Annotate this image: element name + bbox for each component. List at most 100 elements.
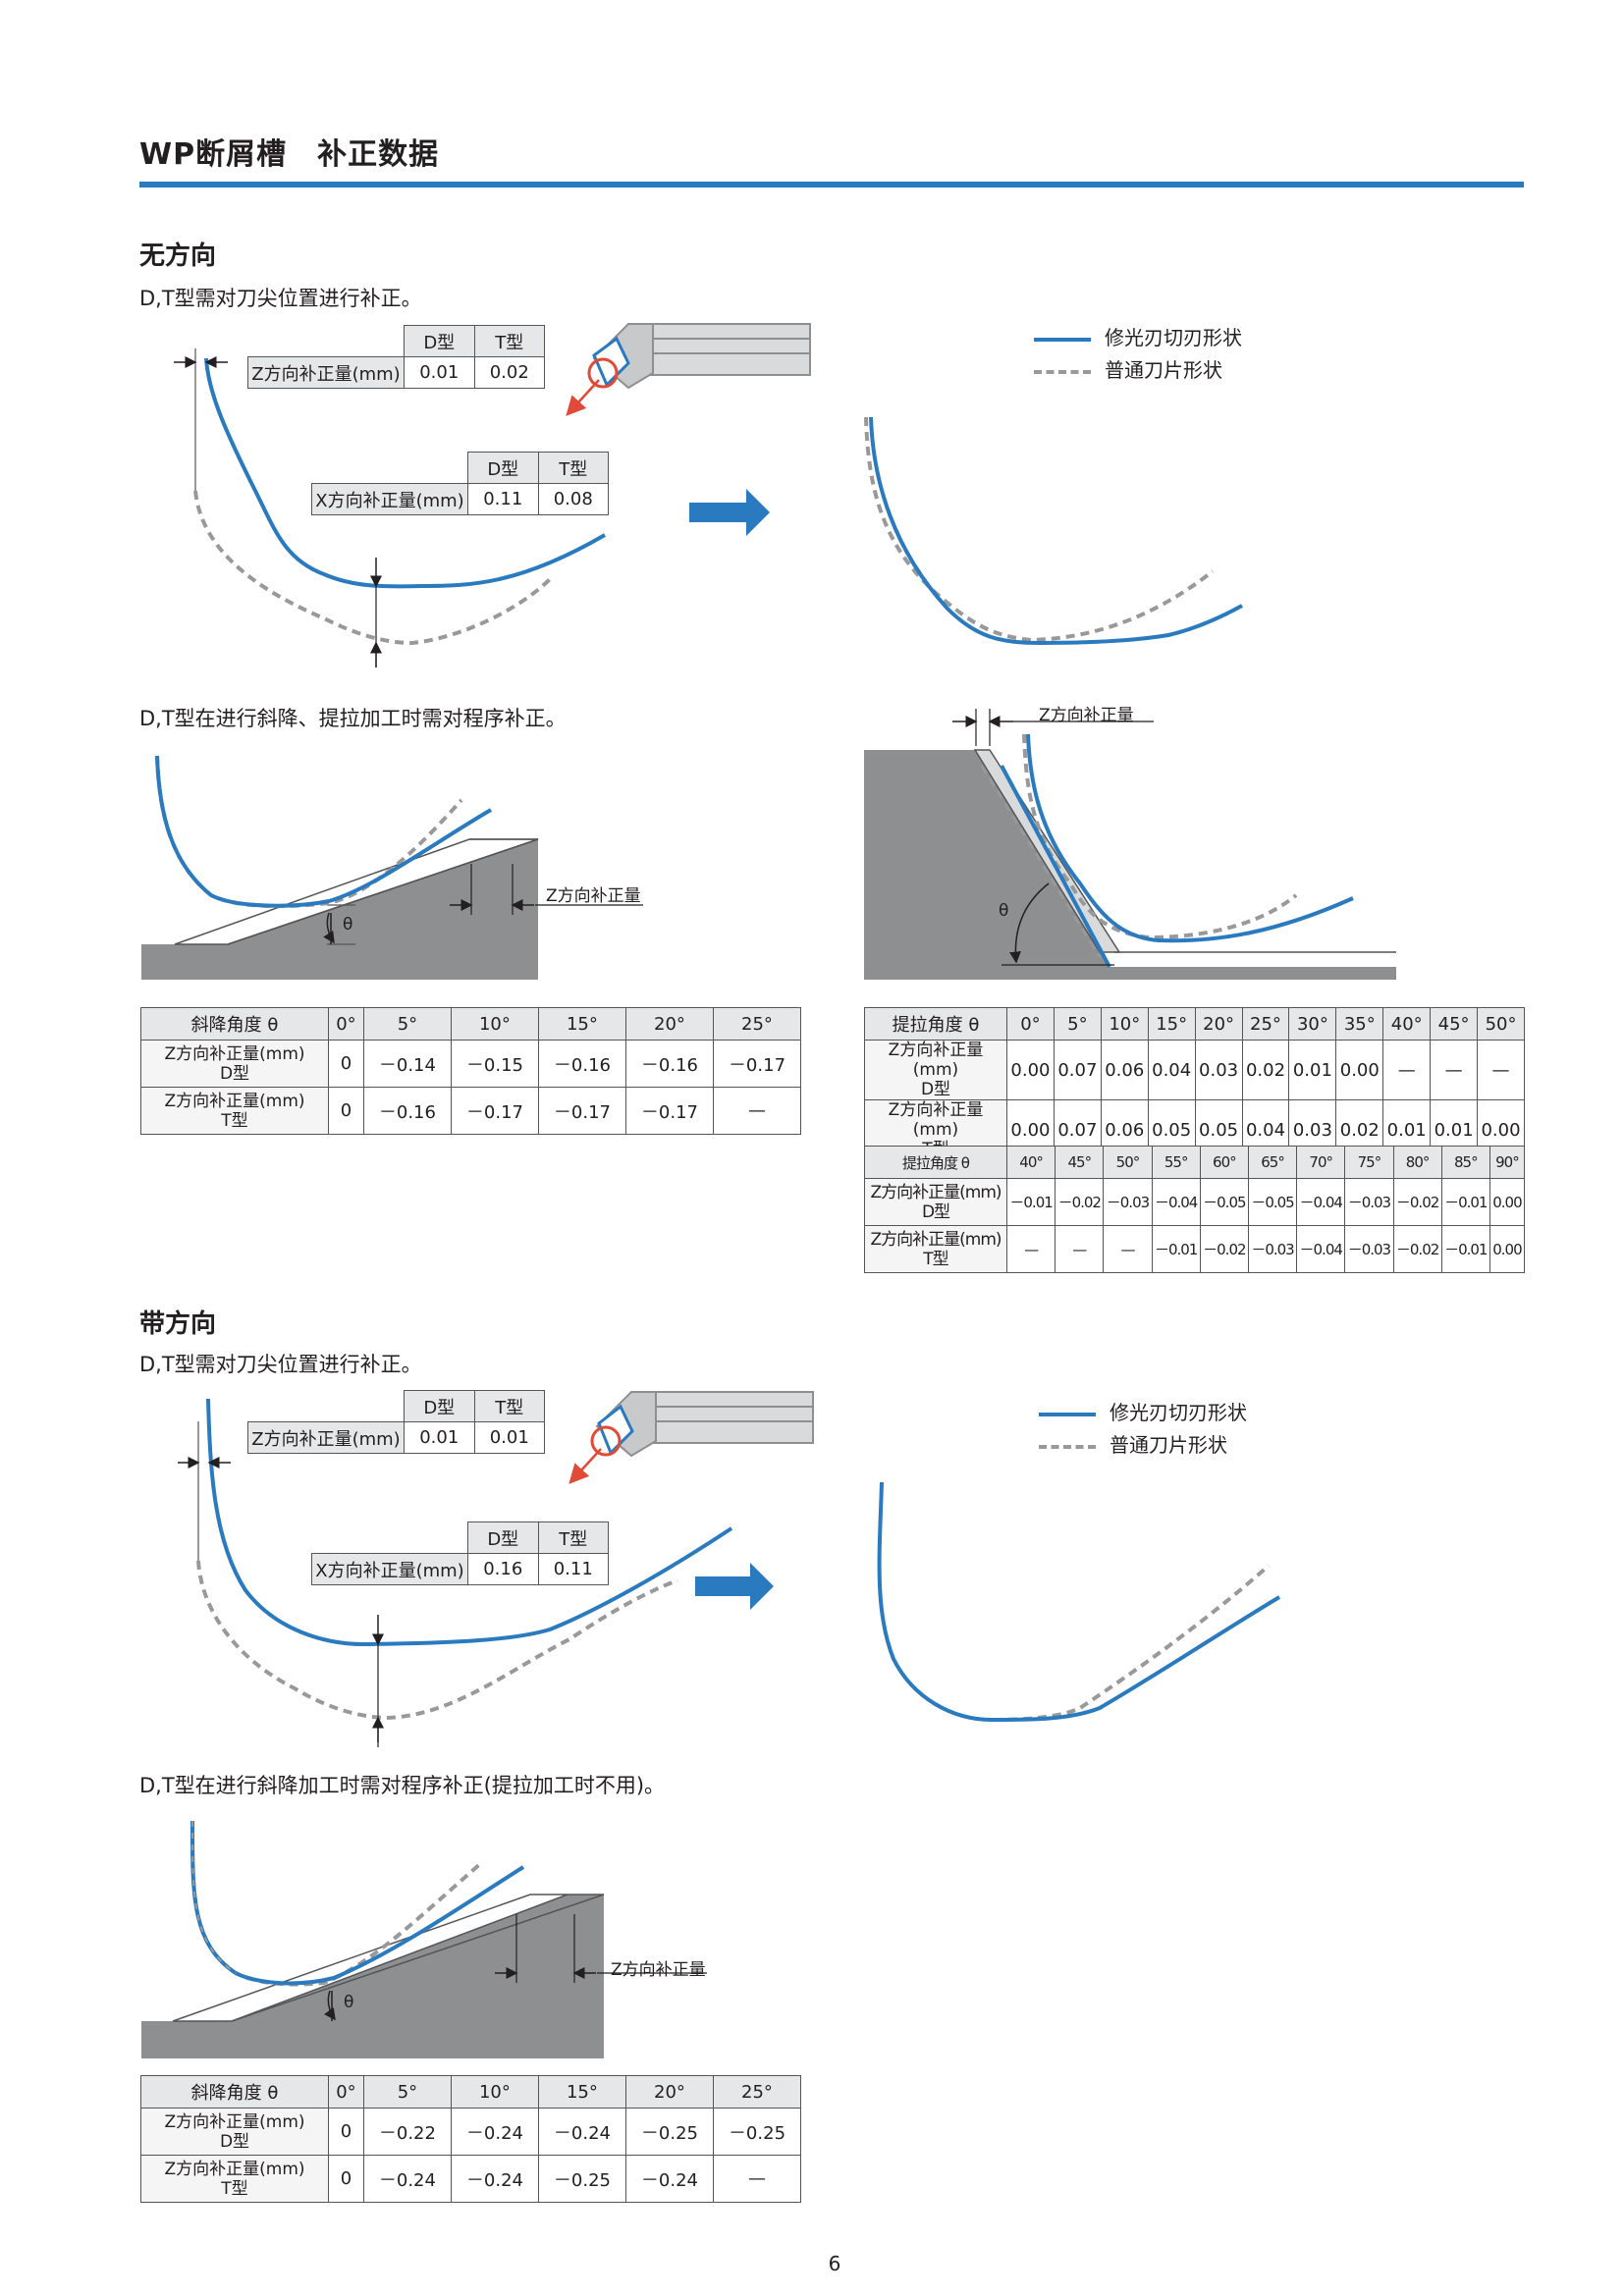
sec1-z-table: D型 T型 Z方向补正量(mm) 0.01 0.02 [247, 325, 545, 389]
angle-column-header: 35° [1335, 1007, 1384, 1041]
legend-wiper-label: 修光刃切刃形状 [1110, 1401, 1247, 1424]
angle-column-header: 15° [1147, 1007, 1196, 1041]
table-cell: －0.15 [450, 1040, 539, 1088]
page-number: 6 [828, 2252, 841, 2275]
theta-label: θ [344, 1993, 354, 2012]
section1-note-nose: D,T型需对刀尖位置进行补正。 [139, 287, 422, 310]
table-cell: －0.04 [1296, 1178, 1346, 1226]
boring-bar-icon [566, 323, 811, 416]
table-cell: －0.01 [1440, 1225, 1490, 1273]
table-cell: 0.07 [1053, 1040, 1102, 1100]
angle-column-header: 60° [1199, 1146, 1249, 1179]
col-header: D型 [404, 1390, 475, 1422]
angle-header: 斜降角度 θ [140, 2075, 329, 2109]
table-cell: — [1103, 1225, 1153, 1273]
angle-column-header: 80° [1392, 1146, 1442, 1179]
row-label-line2: D型 [921, 1201, 950, 1222]
sec1-profile-left [174, 348, 607, 667]
angle-column-header: 5° [1053, 1007, 1102, 1041]
title-rule [139, 182, 1524, 187]
row-label: Z方向补正量(mm)D型 [140, 2108, 329, 2156]
col-header: D型 [467, 452, 539, 484]
sec1-x-table: D型 T型 X方向补正量(mm) 0.11 0.08 [311, 452, 609, 515]
table-cell: 0.11 [537, 1553, 609, 1585]
table-cell: — [1382, 1040, 1432, 1100]
angle-column-header: 10° [450, 2075, 539, 2109]
table-cell: －0.14 [362, 1040, 452, 1088]
table-cell: －0.24 [624, 2155, 714, 2203]
normal-profile [193, 490, 552, 646]
table-cell: －0.16 [624, 1040, 714, 1088]
row-label-line2: T型 [221, 1110, 248, 1131]
col-header: D型 [467, 1522, 539, 1554]
section2-note-ramp: D,T型在进行斜降加工时需对程序补正(提拉加工时不用)。 [139, 1774, 666, 1797]
row-label-line2: T型 [221, 2178, 248, 2199]
row-label-line1: Z方向补正量(mm) [164, 2111, 305, 2132]
sec2-z-table: D型 T型 Z方向补正量(mm) 0.01 0.01 [247, 1390, 545, 1454]
legend-normal-label: 普通刀片形状 [1105, 358, 1222, 382]
section1-note-ramp: D,T型在进行斜降、提拉加工时需对程序补正。 [139, 707, 567, 730]
angle-column-header: 85° [1440, 1146, 1490, 1179]
angle-column-header: 10° [450, 1007, 539, 1041]
angle-column-header: 45° [1430, 1007, 1479, 1041]
legend-dash-swatch [1039, 1444, 1096, 1449]
row-label: X方向补正量(mm) [311, 1553, 468, 1585]
table-cell: 0.03 [1194, 1040, 1243, 1100]
angle-column-header: 20° [1194, 1007, 1243, 1041]
legend-normal: 普通刀片形状 [1039, 1429, 1227, 1458]
normal-profile [993, 1564, 1271, 1722]
row-label-line2: D型 [920, 1080, 951, 1099]
section2-note-nose: D,T型需对刀尖位置进行补正。 [139, 1353, 422, 1376]
table-cell: －0.22 [362, 2108, 452, 2156]
table-cell: 0.04 [1147, 1040, 1196, 1100]
table-cell: 0 [328, 1087, 364, 1135]
table-cell: 0.00 [1335, 1040, 1384, 1100]
table-cell: 0.01 [473, 1421, 545, 1454]
normal-profile [864, 416, 1215, 643]
table-cell: －0.05 [1247, 1178, 1298, 1226]
row-label: Z方向补正量(mm) [247, 356, 405, 389]
table-cell: －0.05 [1199, 1178, 1249, 1226]
angle-column-header: 10° [1100, 1007, 1149, 1041]
table-cell: －0.04 [1151, 1178, 1201, 1226]
table-cell: －0.03 [1344, 1178, 1394, 1226]
right-arrow-icon [689, 489, 770, 536]
legend-dash-swatch [1034, 369, 1091, 374]
angle-column-header: 65° [1247, 1146, 1298, 1179]
theta-label: θ [999, 901, 1009, 921]
table-cell: －0.17 [450, 1087, 539, 1135]
angle-column-header: 55° [1151, 1146, 1201, 1179]
table-cell: －0.01 [1005, 1178, 1056, 1226]
row-label: Z方向补正量(mm) [247, 1421, 405, 1454]
table-cell: －0.24 [450, 2155, 539, 2203]
angle-column-header: 70° [1296, 1146, 1346, 1179]
row-label-line1: Z方向补正量(mm) [164, 1091, 305, 1111]
right-arrow-icon [695, 1563, 774, 1610]
legend-wiper: 修光刃切刃形状 [1039, 1397, 1247, 1425]
z-comp-label: Z方向补正量 [1039, 706, 1134, 725]
table-cell: －0.24 [450, 2108, 539, 2156]
page-title: WP断屑槽 补正数据 [139, 137, 440, 172]
col-header: T型 [473, 325, 545, 357]
wiper-profile [869, 416, 1243, 646]
legend-wiper: 修光刃切刃形状 [1034, 322, 1242, 350]
angle-header: 提拉角度 θ [864, 1007, 1007, 1041]
wiper-profile [206, 1398, 733, 1647]
angle-column-header: 0° [1006, 1007, 1055, 1041]
table-cell: －0.24 [362, 2155, 452, 2203]
table-cell: －0.17 [624, 1087, 714, 1135]
row-label-line1: Z方向补正量(mm) [164, 2159, 305, 2179]
table-cell: — [712, 2155, 802, 2203]
legend-normal: 普通刀片形状 [1034, 354, 1222, 383]
table-cell: 0.16 [467, 1553, 539, 1585]
table-cell: －0.25 [537, 2155, 626, 2203]
table-cell: －0.04 [1296, 1225, 1346, 1273]
angle-column-header: 90° [1489, 1146, 1526, 1179]
row-label: Z方向补正量(mm)D型 [864, 1040, 1007, 1100]
